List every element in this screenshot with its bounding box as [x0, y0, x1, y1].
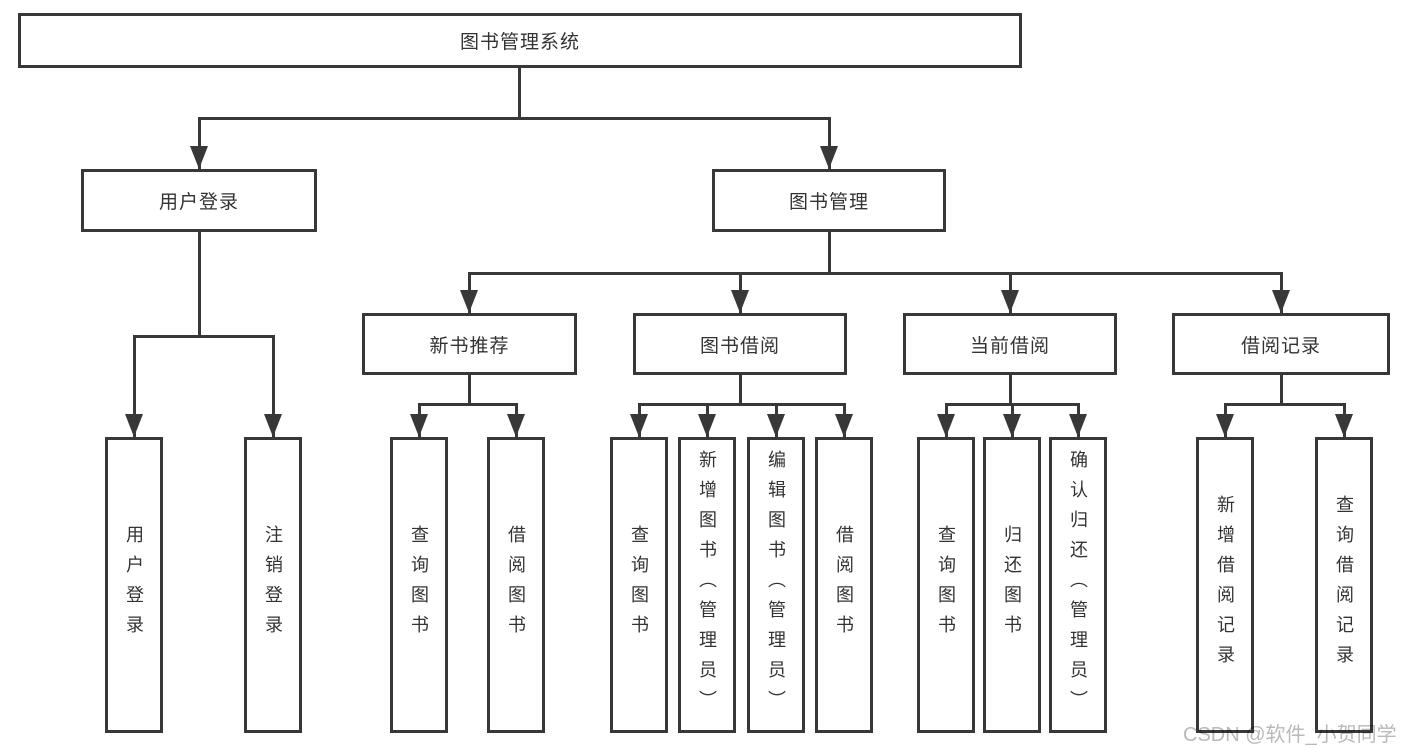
- connector-hline: [418, 403, 518, 406]
- leaf-borrow-books-borrowing: 借阅图书: [815, 437, 873, 733]
- node-current-borrowing: 当前借阅: [903, 313, 1117, 375]
- leaf-confirm-return-admin: 确认归还（管理员）: [1049, 437, 1107, 733]
- node-borrowing-records: 借阅记录: [1172, 313, 1390, 375]
- connector-hline: [1224, 403, 1346, 406]
- connector-vline: [739, 375, 742, 404]
- connector-vline: [518, 68, 521, 118]
- connector-hline: [133, 335, 275, 338]
- connector-vline: [1280, 375, 1283, 404]
- arrow-down-icon: [937, 414, 955, 437]
- arrow-down-icon: [731, 290, 749, 313]
- arrow-down-icon: [820, 146, 838, 169]
- arrow-down-icon: [507, 414, 525, 437]
- connector-hline: [198, 117, 831, 120]
- leaf-add-borrow-record: 新增借阅记录: [1196, 437, 1254, 733]
- node-new-book-recommendation: 新书推荐: [362, 313, 577, 375]
- leaf-add-books-admin: 新增图书（管理员）: [678, 437, 736, 733]
- leaf-return-books: 归还图书: [983, 437, 1041, 733]
- arrow-down-icon: [125, 414, 143, 437]
- arrow-down-icon: [767, 414, 785, 437]
- arrow-down-icon: [1069, 414, 1087, 437]
- arrow-down-icon: [630, 414, 648, 437]
- node-book-borrowing: 图书借阅: [633, 313, 847, 375]
- arrow-down-icon: [1003, 414, 1021, 437]
- arrow-down-icon: [264, 414, 282, 437]
- leaf-query-books-current: 查询图书: [917, 437, 975, 733]
- connector-hline: [468, 272, 1283, 275]
- node-library-management-system: 图书管理系统: [18, 13, 1022, 68]
- connector-vline: [198, 118, 201, 169]
- arrow-down-icon: [835, 414, 853, 437]
- leaf-user-login: 用户登录: [105, 437, 163, 733]
- connector-vline: [198, 232, 201, 336]
- arrow-down-icon: [410, 414, 428, 437]
- leaf-edit-books-admin: 编辑图书（管理员）: [747, 437, 805, 733]
- csdn-watermark: CSDN @软件_小贺同学: [1183, 724, 1397, 746]
- arrow-down-icon: [190, 146, 208, 169]
- leaf-logout: 注销登录: [244, 437, 302, 733]
- node-user-login: 用户登录: [81, 169, 317, 232]
- leaf-query-borrow-record: 查询借阅记录: [1315, 437, 1373, 733]
- arrow-down-icon: [1335, 414, 1353, 437]
- connector-vline: [133, 336, 136, 437]
- arrow-down-icon: [1272, 290, 1290, 313]
- connector-vline: [828, 232, 831, 273]
- leaf-query-books-recommend: 查询图书: [390, 437, 448, 733]
- connector-hline: [638, 403, 846, 406]
- connector-vline: [828, 118, 831, 169]
- arrow-down-icon: [698, 414, 716, 437]
- arrow-down-icon: [1001, 290, 1019, 313]
- connector-vline: [468, 375, 471, 404]
- leaf-borrow-books-recommend: 借阅图书: [487, 437, 545, 733]
- leaf-query-books-borrowing: 查询图书: [610, 437, 668, 733]
- arrow-down-icon: [460, 290, 478, 313]
- connector-vline: [1009, 375, 1012, 404]
- connector-vline: [272, 336, 275, 437]
- node-book-management: 图书管理: [712, 169, 946, 232]
- arrow-down-icon: [1216, 414, 1234, 437]
